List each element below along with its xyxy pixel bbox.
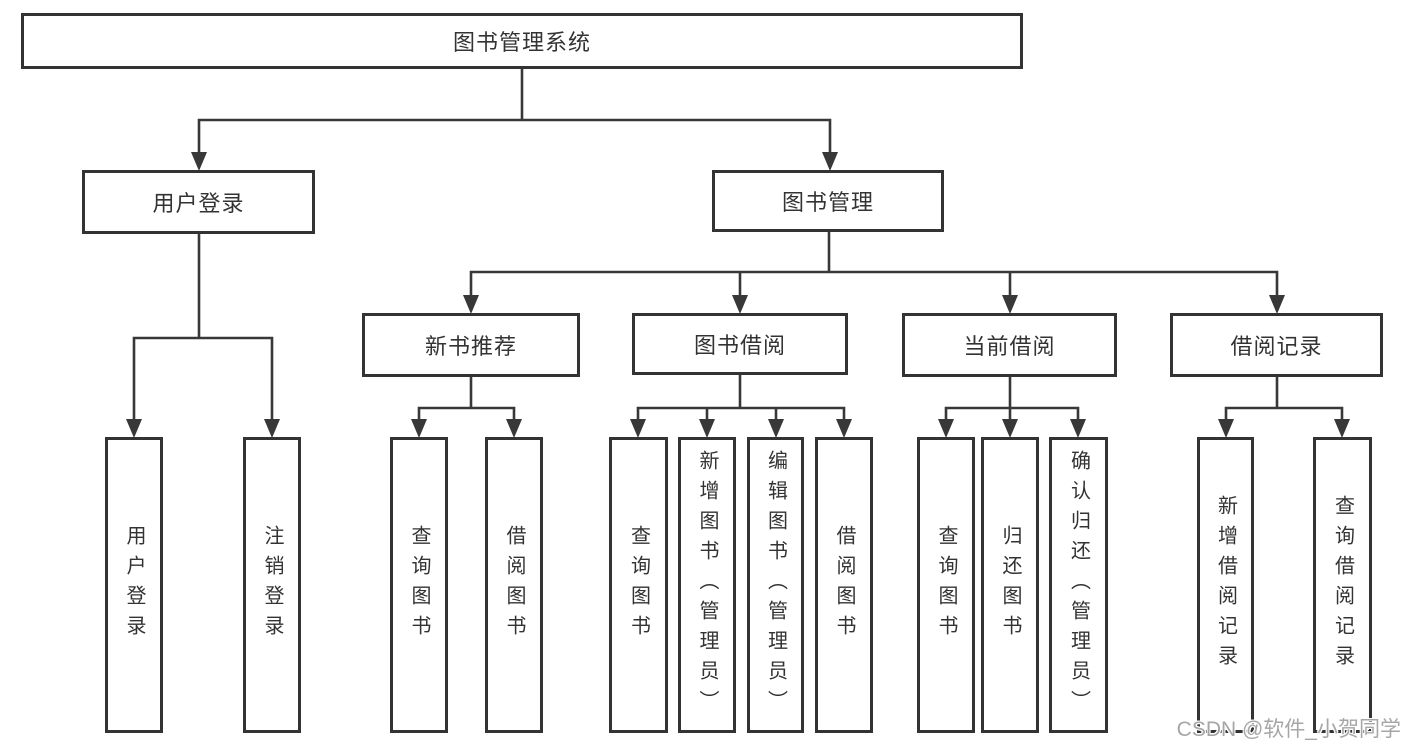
- leaf-borrow-borrow-books: 借阅图书: [815, 437, 873, 733]
- node-current-borrowing: 当前借阅: [902, 313, 1117, 377]
- leaf-user-login-label: 用户登录: [123, 525, 145, 645]
- leaf-edit-books-admin-label: 编辑图书（管理员）: [764, 450, 787, 720]
- leaf-add-books-admin: 新增图书（管理员）: [678, 437, 736, 733]
- node-user-login-label: 用户登录: [152, 191, 245, 216]
- arrowheads: [126, 152, 1350, 438]
- leaf-current-query-books-label: 查询图书: [935, 525, 957, 645]
- node-book-management-label: 图书管理: [781, 190, 874, 215]
- leaf-current-query-books: 查询图书: [917, 437, 975, 733]
- node-new-book-recommend-label: 新书推荐: [424, 334, 517, 359]
- leaf-borrow-query-books-label: 查询图书: [627, 525, 650, 645]
- leaf-borrow-query-books: 查询图书: [609, 437, 668, 733]
- node-new-book-recommend: 新书推荐: [362, 313, 580, 377]
- leaf-edit-books-admin: 编辑图书（管理员）: [747, 437, 804, 733]
- node-root: 图书管理系统: [21, 13, 1023, 69]
- leaf-add-borrow-record-label: 新增借阅记录: [1214, 495, 1237, 675]
- leaf-return-books: 归还图书: [981, 437, 1039, 733]
- csdn-watermark: CSDN @软件_小贺同学: [1176, 718, 1401, 741]
- leaf-borrow-borrow-books-label: 借阅图书: [833, 525, 855, 645]
- leaf-confirm-return-admin: 确认归还（管理员）: [1049, 437, 1108, 733]
- node-book-borrowing: 图书借阅: [632, 313, 848, 375]
- leaf-newrec-borrow-books-label: 借阅图书: [503, 525, 525, 645]
- leaf-query-borrow-record-label: 查询借阅记录: [1331, 495, 1354, 675]
- node-book-management: 图书管理: [712, 170, 944, 232]
- leaf-confirm-return-admin-label: 确认归还（管理员）: [1067, 450, 1090, 720]
- leaf-newrec-query-books: 查询图书: [390, 437, 448, 733]
- leaf-logout: 注销登录: [243, 437, 301, 733]
- leaf-query-borrow-record: 查询借阅记录: [1313, 437, 1372, 733]
- leaf-return-books-label: 归还图书: [999, 525, 1021, 645]
- node-borrowing-records: 借阅记录: [1170, 313, 1383, 377]
- leaf-newrec-query-books-label: 查询图书: [408, 525, 430, 645]
- node-book-borrowing-label: 图书借阅: [693, 333, 786, 358]
- leaf-add-books-admin-label: 新增图书（管理员）: [696, 450, 718, 720]
- leaf-user-login: 用户登录: [105, 437, 163, 733]
- leaf-add-borrow-record: 新增借阅记录: [1197, 437, 1254, 733]
- node-borrowing-records-label: 借阅记录: [1230, 334, 1323, 359]
- node-user-login: 用户登录: [82, 170, 315, 234]
- leaf-newrec-borrow-books: 借阅图书: [485, 437, 543, 733]
- node-current-borrowing-label: 当前借阅: [963, 334, 1056, 359]
- leaf-logout-label: 注销登录: [261, 525, 283, 645]
- node-root-label: 图书管理系统: [452, 30, 591, 55]
